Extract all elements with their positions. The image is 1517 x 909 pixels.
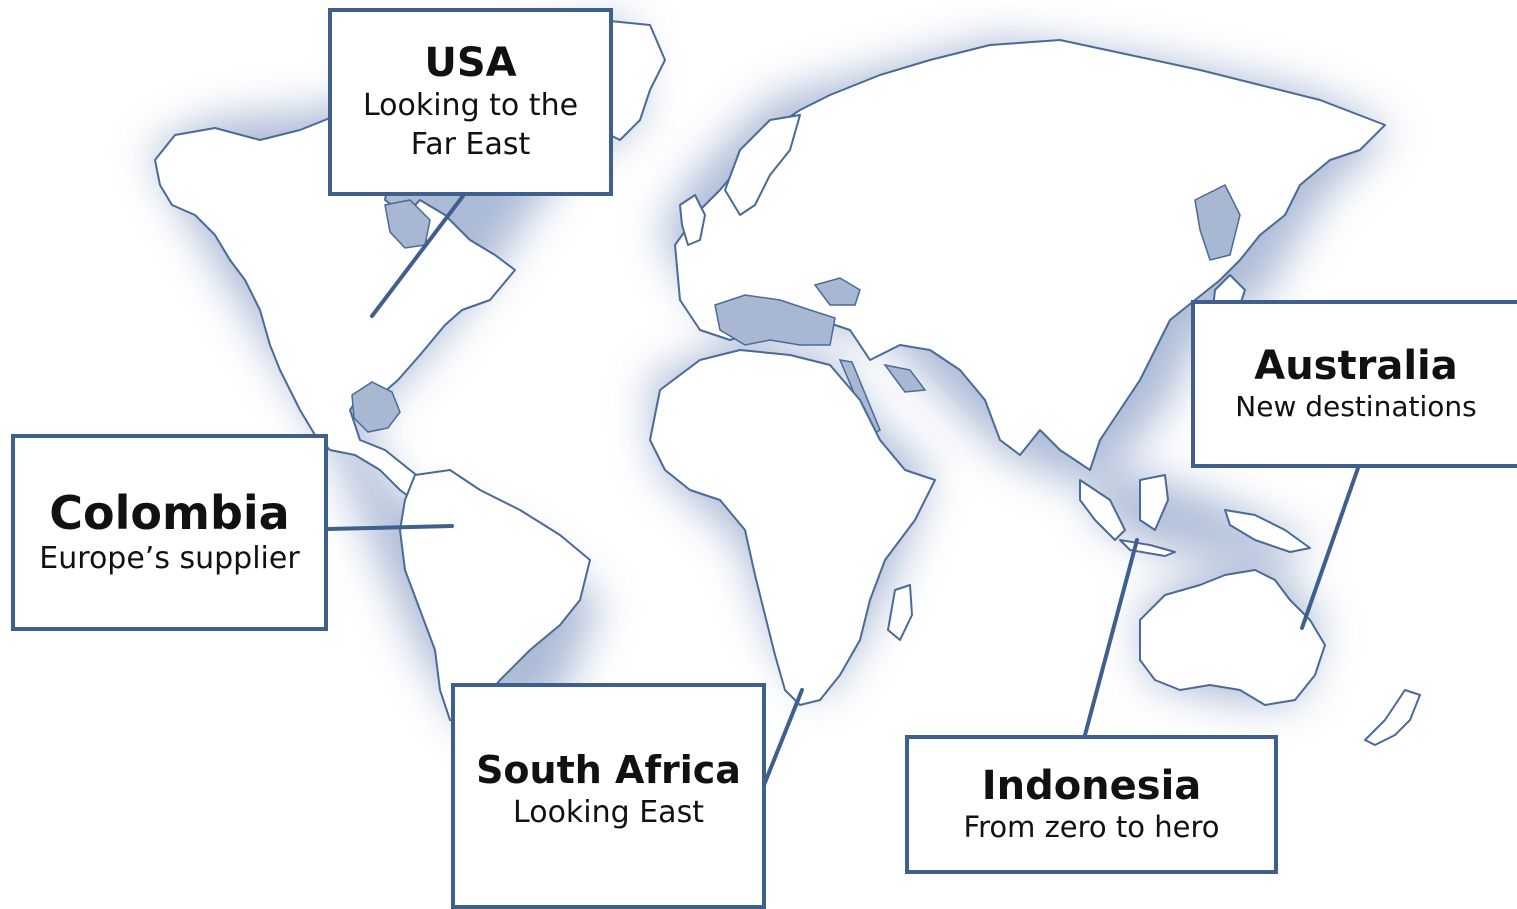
- persian-gulf: [883, 363, 927, 393]
- leader-line-usa: [370, 194, 465, 318]
- callout-south-africa: South Africa Looking East: [451, 683, 766, 909]
- indonesia-islands: [1079, 479, 1126, 541]
- callout-usa: USA Looking to the Far East: [328, 8, 613, 196]
- callout-south-africa-tagline: Looking East: [513, 794, 704, 830]
- black-sea: [813, 277, 861, 306]
- scandinavia-landmass: [724, 114, 801, 216]
- callout-colombia: Colombia Europe’s supplier: [11, 434, 328, 631]
- java-island: [1119, 539, 1176, 557]
- leader-line-south-africa: [762, 688, 804, 787]
- callout-australia-tagline: New destinations: [1235, 389, 1477, 423]
- leader-line-australia: [1300, 466, 1360, 630]
- sea-of-okhotsk: [1194, 183, 1241, 261]
- new-guinea-island: [1224, 509, 1311, 553]
- leader-line-colombia: [326, 524, 454, 531]
- mediterranean-sea: [714, 294, 836, 346]
- british-isles-landmass: [679, 194, 706, 246]
- africa-landmass: [649, 349, 936, 706]
- callout-colombia-country: Colombia: [49, 485, 290, 540]
- callout-indonesia-country: Indonesia: [981, 762, 1202, 809]
- madagascar-landmass: [887, 584, 913, 641]
- australia-landmass: [1139, 569, 1326, 706]
- callout-indonesia-tagline: From zero to hero: [963, 809, 1220, 844]
- callout-colombia-tagline: Europe’s supplier: [39, 541, 300, 577]
- callout-australia-country: Australia: [1254, 342, 1458, 389]
- callout-south-africa-country: South Africa: [476, 748, 741, 792]
- gulf-of-mexico: [351, 381, 401, 433]
- callout-australia: Australia New destinations: [1191, 300, 1517, 468]
- callout-usa-tagline: Looking to the Far East: [362, 88, 579, 162]
- new-zealand-islands: [1364, 689, 1421, 746]
- callout-usa-country: USA: [424, 40, 517, 86]
- borneo-island: [1139, 474, 1169, 531]
- callout-indonesia: Indonesia From zero to hero: [905, 735, 1278, 874]
- leader-line-indonesia: [1083, 538, 1139, 737]
